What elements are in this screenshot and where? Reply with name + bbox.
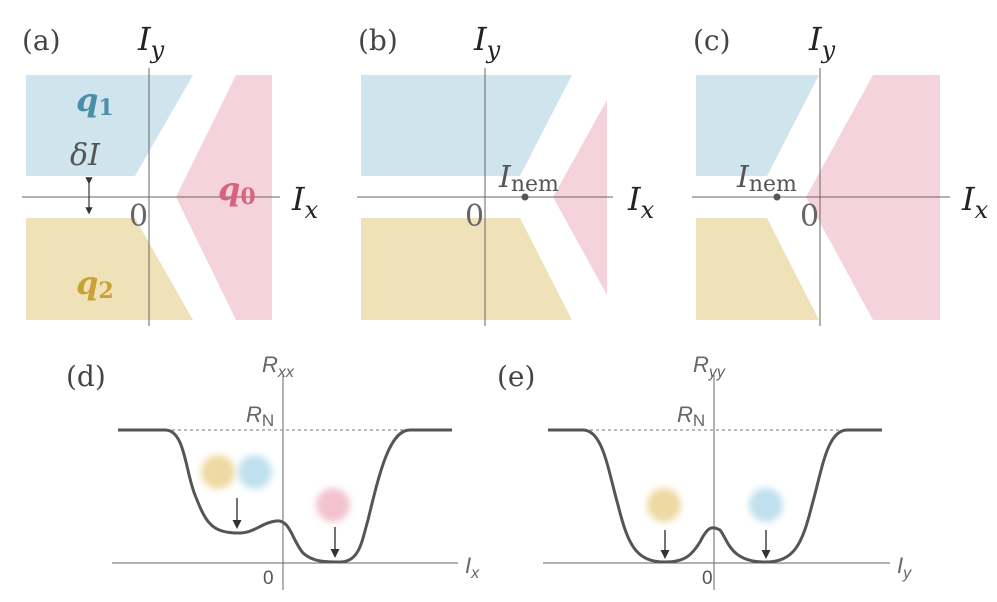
delta-i-label: δI — [70, 138, 101, 173]
region-q2 — [361, 218, 572, 320]
q2-label: q2 — [76, 264, 114, 304]
y-axis-label: Iy — [473, 20, 501, 64]
panel-label: (d) — [66, 360, 106, 393]
region-q2 — [696, 218, 819, 320]
panel-c: (c) Iy Ix 0 Inem — [692, 20, 989, 326]
origin-label: 0 — [800, 199, 819, 234]
panel-label: (c) — [693, 24, 731, 57]
rn-label: RN — [246, 402, 274, 430]
region-q1 — [361, 75, 572, 176]
origin-label: 0 — [465, 199, 484, 234]
q0-label: q0 — [218, 170, 256, 210]
origin-label: 0 — [263, 568, 274, 589]
y-axis-label: Iy — [137, 20, 165, 64]
panel-label: (b) — [358, 24, 398, 57]
resistance-curve — [118, 428, 452, 564]
x-axis-label: Ix — [627, 180, 655, 224]
origin-label: 0 — [129, 199, 148, 234]
resistance-curve — [548, 428, 882, 564]
yellow-blob — [201, 455, 235, 489]
y-axis-label: Iy — [808, 20, 836, 64]
yellow-blob — [647, 488, 681, 522]
panel-label: (e) — [497, 360, 535, 393]
y-axis-label: Ryy — [693, 352, 726, 381]
nem-label: Inem — [736, 160, 797, 197]
region-q1 — [26, 75, 193, 176]
panel-label: (a) — [22, 24, 61, 57]
rn-label: RN — [677, 402, 705, 430]
region-q2 — [26, 218, 193, 320]
q1-label: q1 — [76, 81, 114, 121]
nem-point — [521, 193, 529, 201]
panel-d: (d) Rxx RN Ix 0 — [66, 352, 480, 590]
panel-a: (a) Iy Ix 0 q1 q0 q2 δI — [22, 20, 319, 326]
nem-point — [773, 193, 781, 201]
x-axis-label: Iy — [897, 553, 912, 582]
pink-blob — [316, 488, 350, 522]
blue-blob — [238, 455, 272, 489]
panel-b: (b) Iy Ix 0 Inem — [357, 20, 655, 326]
blue-blob — [749, 488, 783, 522]
region-q1 — [696, 75, 819, 176]
x-axis-label: Ix — [291, 180, 319, 224]
y-axis-label: Rxx — [262, 352, 295, 381]
panel-e: (e) Ryy RN Iy 0 — [497, 352, 912, 590]
x-axis-label: Ix — [961, 180, 989, 224]
x-axis-label: Ix — [465, 553, 480, 582]
nem-label: Inem — [498, 160, 559, 197]
origin-label: 0 — [702, 568, 713, 589]
